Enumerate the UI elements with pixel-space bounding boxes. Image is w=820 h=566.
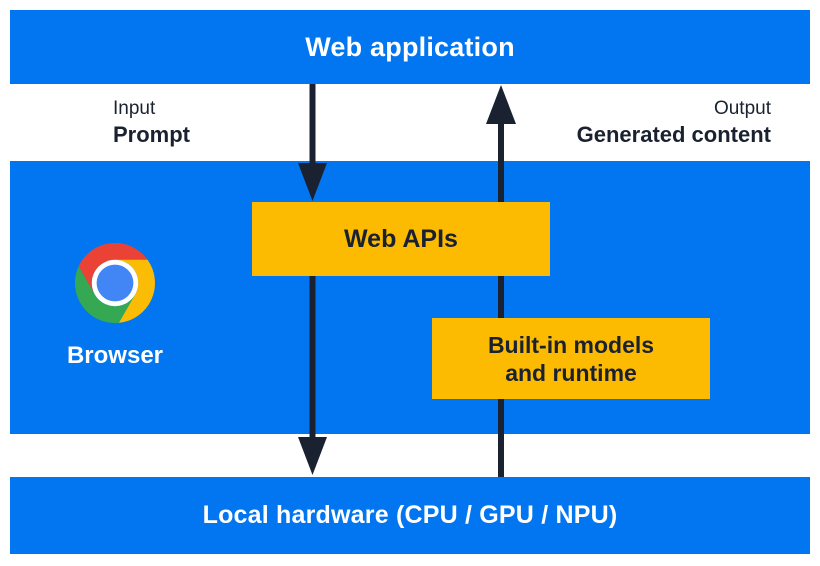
- input-caption: Input: [113, 98, 156, 119]
- up-arrowhead-at-web-application: [486, 85, 516, 124]
- web-application-band: Web application: [10, 10, 810, 84]
- input-prompt-label: Prompt: [113, 122, 190, 147]
- local-hardware-label: Local hardware (CPU / GPU / NPU): [202, 501, 618, 529]
- web-apis-label: Web APIs: [344, 224, 458, 253]
- output-generated-content-label: Generated content: [576, 122, 771, 147]
- web-application-label: Web application: [305, 31, 515, 62]
- down-arrowhead-at-web-apis: [298, 163, 327, 201]
- browser-label: Browser: [66, 342, 164, 369]
- down-arrowhead-at-hardware: [298, 437, 327, 475]
- builtin-models-box: Built-in models and runtime: [432, 318, 710, 399]
- chrome-logo-green-segment: [75, 266, 136, 323]
- builtin-models-label-line1: Built-in models: [487, 331, 655, 358]
- chrome-logo-blue-center: [96, 264, 134, 302]
- chrome-logo-yellow-segment: [115, 259, 155, 323]
- chrome-logo-red-segment: [78, 243, 148, 295]
- web-apis-box: Web APIs: [252, 202, 550, 276]
- builtin-models-label-line2: and runtime: [505, 359, 637, 386]
- chrome-logo-icon: [75, 243, 155, 323]
- output-caption: Output: [713, 98, 771, 119]
- local-hardware-band: Local hardware (CPU / GPU / NPU): [10, 477, 810, 554]
